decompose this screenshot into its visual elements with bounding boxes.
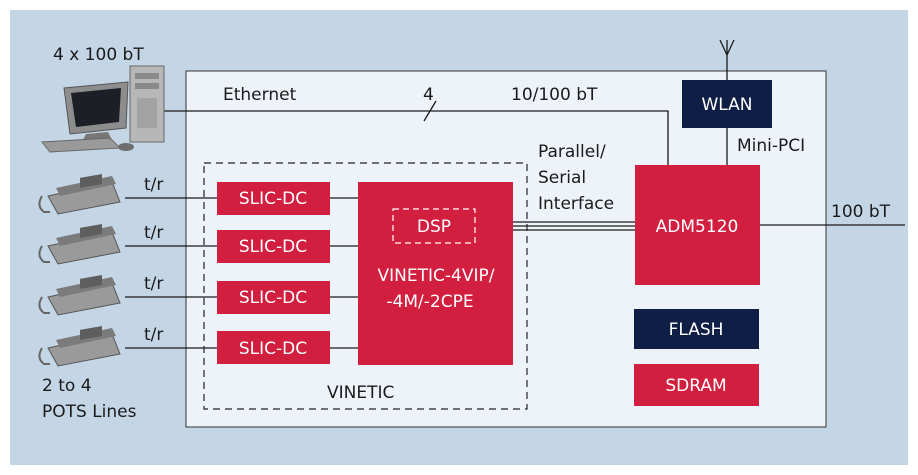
mini-pci-label: Mini-PCI xyxy=(737,136,805,156)
dsp-label: DSP xyxy=(417,217,451,237)
eth-speed-label: 10/100 bT xyxy=(511,85,598,105)
slic-label-2: SLIC-DC xyxy=(239,237,307,257)
tower-grille xyxy=(137,98,157,128)
tr-label-3: t/r xyxy=(144,274,163,294)
antenna-fork xyxy=(719,39,735,57)
flash-label: FLASH xyxy=(669,320,724,340)
slic-block-4 xyxy=(217,331,330,364)
bus-slash xyxy=(423,100,437,122)
mouse xyxy=(118,143,134,151)
interface-label-line1: Parallel/ xyxy=(538,142,606,162)
pots-label-line1: 2 to 4 xyxy=(42,376,92,396)
wlan-label: WLAN xyxy=(701,95,752,115)
slic-label-1: SLIC-DC xyxy=(239,189,307,209)
ethernet-label: Ethernet xyxy=(223,85,297,105)
pc-ports-label: 4 x 100 bT xyxy=(53,45,144,65)
telephone-icon xyxy=(38,224,121,265)
vinetic-chip-label-line2: -4M/-2CPE xyxy=(386,292,473,312)
tower-drive-1 xyxy=(135,73,159,79)
tr-label-1: t/r xyxy=(144,175,163,195)
vinetic-chip-label-line1: VINETIC-4VIP/ xyxy=(378,266,495,286)
telephone-icon xyxy=(38,326,121,367)
telephone-icon xyxy=(38,275,121,316)
slic-block-3 xyxy=(217,281,330,314)
sdram-block xyxy=(634,364,759,406)
tr-label-2: t/r xyxy=(144,223,163,243)
slic-blocks xyxy=(217,182,330,364)
desktop-computer-icon xyxy=(41,65,165,153)
wlan-block xyxy=(682,80,772,128)
vinetic-chip-block xyxy=(358,182,513,365)
tower-drive-2 xyxy=(135,83,159,89)
interface-label-line2: Serial xyxy=(538,168,586,188)
interface-label-line3: Interface xyxy=(538,194,614,214)
bus-width-label: 4 xyxy=(423,85,434,105)
monitor-screen xyxy=(71,88,121,127)
flash-block xyxy=(634,309,759,349)
ethernet-line xyxy=(150,110,669,165)
sdram-label: SDRAM xyxy=(665,376,726,396)
dsp-dashed-box xyxy=(392,208,476,244)
slic-label-4: SLIC-DC xyxy=(239,339,307,359)
slic-block-2 xyxy=(217,230,330,263)
vinetic-group-label: VINETIC xyxy=(327,383,394,403)
adm5120-block xyxy=(635,165,760,285)
vinetic-group-outline xyxy=(203,162,528,410)
slic-label-3: SLIC-DC xyxy=(239,288,307,308)
telephone-icon xyxy=(38,174,121,215)
tr-label-4: t/r xyxy=(144,325,163,345)
pots-label-line2: POTS Lines xyxy=(42,402,137,422)
slic-block-1 xyxy=(217,182,330,215)
uplink-label: 100 bT xyxy=(831,202,891,222)
connection-lines xyxy=(125,39,905,349)
adm5120-label: ADM5120 xyxy=(656,217,739,237)
